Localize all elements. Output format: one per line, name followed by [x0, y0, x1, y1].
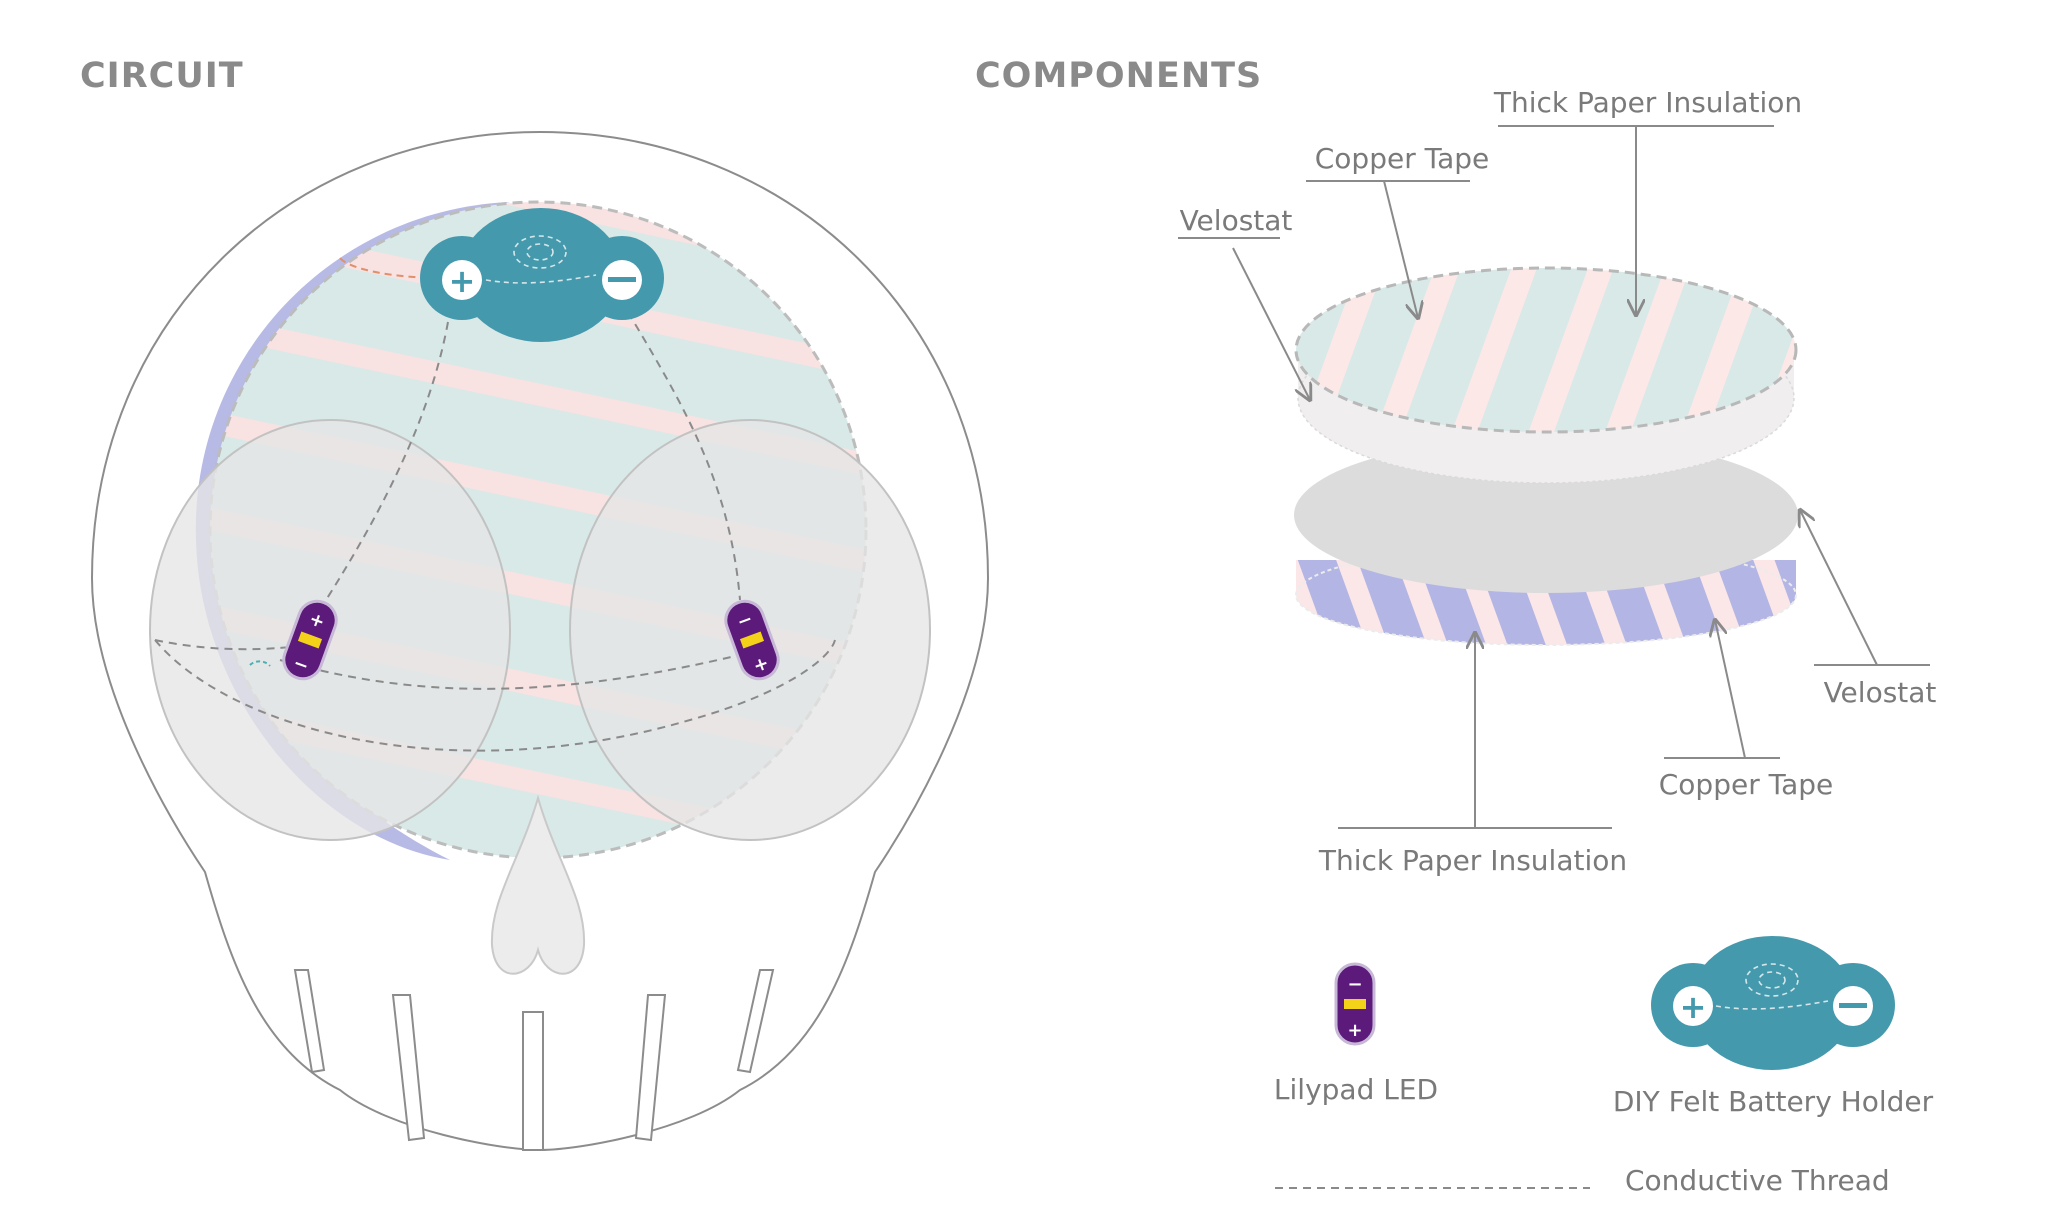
- svg-text:+: +: [306, 608, 327, 633]
- led-icon: − +: [1334, 962, 1376, 1046]
- teal-thread: [249, 660, 271, 667]
- legend-battery-holder: DIY Felt Battery Holder: [1613, 1085, 1934, 1118]
- circuit-heading: CIRCUIT: [80, 56, 244, 96]
- label-copper-tape-top: Copper Tape: [1315, 142, 1490, 175]
- svg-text:+: +: [1680, 988, 1707, 1026]
- svg-text:+: +: [750, 652, 771, 677]
- label-velostat-top: Velostat: [1180, 204, 1293, 237]
- legend-lilypad-led: Lilypad LED: [1274, 1073, 1438, 1106]
- circuit-led-left: + −: [282, 599, 338, 681]
- nose-icon: [490, 794, 586, 975]
- circuit-led-right: − +: [724, 599, 780, 681]
- callout-lines: [1178, 125, 1930, 829]
- svg-text:−: −: [290, 652, 311, 677]
- label-thick-paper-bottom: Thick Paper Insulation: [1318, 844, 1627, 877]
- svg-text:+: +: [1347, 1020, 1362, 1041]
- teeth: [293, 969, 775, 1151]
- battery-holder-icon: +: [1651, 936, 1895, 1070]
- plus-icon: [442, 260, 482, 300]
- top-insulation-layer: [1294, 266, 1798, 434]
- bottom-velostat-layer: [1294, 437, 1798, 593]
- red-thread: [339, 257, 466, 280]
- label-velostat-bottom: Velostat: [1824, 676, 1937, 709]
- svg-text:+: +: [449, 262, 476, 300]
- circuit-battery-holder: +: [420, 208, 664, 342]
- svg-text:−: −: [734, 608, 755, 633]
- label-thick-paper-top: Thick Paper Insulation: [1493, 86, 1802, 119]
- legend-conductive-thread: Conductive Thread: [1625, 1164, 1890, 1197]
- circuit-threads: [154, 311, 836, 752]
- components-heading: COMPONENTS: [975, 56, 1262, 96]
- label-copper-tape-bottom: Copper Tape: [1659, 768, 1834, 801]
- svg-text:−: −: [1347, 974, 1362, 995]
